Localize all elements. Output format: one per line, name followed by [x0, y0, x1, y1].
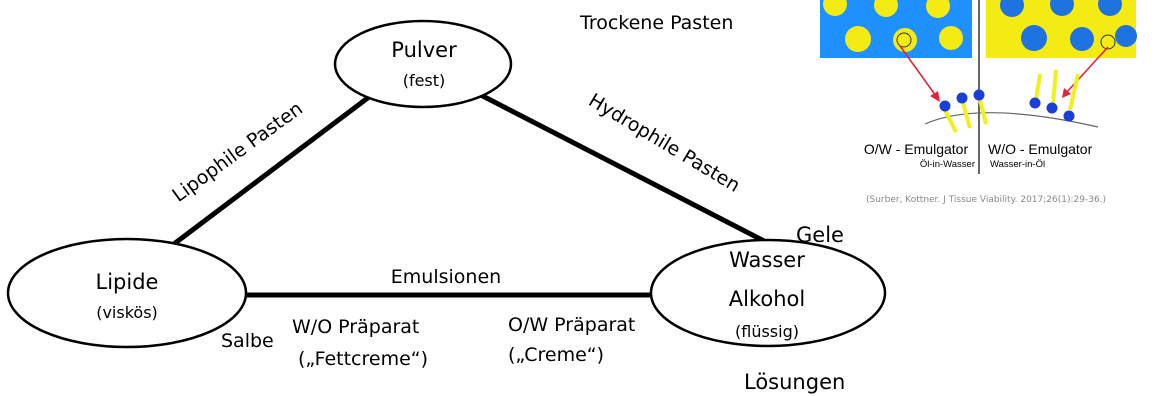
- citation: (Surber, Kottner. J Tissue Viability. 20…: [866, 195, 1107, 205]
- emulsifier-tail: [1051, 69, 1058, 105]
- oil-droplet: [926, 0, 950, 18]
- emulsifier-tail: [961, 102, 972, 129]
- oil-droplet: [893, 28, 917, 52]
- label-ow-praeparat: O/W Präparat: [508, 314, 636, 336]
- edge-pulver-lipide: [148, 95, 371, 264]
- label-fettcreme: („Fettcreme“): [298, 348, 429, 370]
- label-creme: („Creme“): [508, 344, 605, 366]
- water-droplet: [1050, 0, 1074, 16]
- ow-title: O/W - Emulgator: [863, 141, 969, 157]
- pulver-state: (fest): [402, 71, 446, 90]
- oil-droplet: [939, 26, 963, 50]
- interface-arc: [924, 112, 1099, 128]
- label-loesungen: Lösungen: [744, 370, 846, 394]
- wasser-line2: Alkohol: [728, 287, 806, 311]
- oil-droplet: [874, 0, 898, 17]
- edge-pulver-wasser: [473, 89, 772, 247]
- emulsifier-head: [939, 100, 951, 112]
- red-arrowhead: [1062, 88, 1071, 98]
- ow-subtitle: Öl-in-Wasser: [919, 159, 975, 170]
- label-trockene-pasten: Trockene Pasten: [580, 12, 734, 34]
- wo-subtitle: Wasser-in-Öl: [990, 159, 1046, 170]
- pulver-name: Pulver: [391, 38, 457, 62]
- node-pulver-ellipse: [333, 19, 513, 109]
- label-salbe: Salbe: [221, 330, 274, 352]
- lipide-state: (viskös): [96, 303, 158, 322]
- emulsifier-head: [1046, 102, 1058, 114]
- water-droplet: [1070, 27, 1094, 51]
- wasser-line1: Wasser: [729, 248, 805, 272]
- water-droplet: [1115, 25, 1137, 47]
- red-arrowhead: [930, 91, 940, 102]
- zoom-circle: [1100, 34, 1116, 50]
- red-arrow: [899, 45, 937, 97]
- label-gele: Gele: [796, 223, 844, 247]
- emulsifier-tail: [1034, 73, 1042, 101]
- wasser-state: (flüssig): [735, 322, 799, 341]
- emulsifier-tail: [943, 109, 958, 133]
- emulsifier-head: [1029, 97, 1041, 109]
- node-lipide-ellipse: [6, 237, 248, 349]
- emulsion-figure: [820, 0, 1137, 174]
- water-droplet: [1021, 25, 1047, 51]
- node-wasser-ellipse: [649, 238, 887, 348]
- emulsifier-tail: [1068, 73, 1080, 111]
- emulsifier-head: [973, 89, 985, 101]
- wo-title: W/O - Emulgator: [988, 141, 1093, 157]
- emulsifier-head: [1063, 110, 1075, 122]
- emulsifier-tail: [978, 99, 988, 125]
- oil-droplet: [823, 0, 847, 16]
- oil-droplet: [845, 26, 871, 52]
- edge-label-emulsionen: Emulsionen: [390, 266, 502, 288]
- water-droplet: [1098, 0, 1122, 16]
- emulsifier-head: [956, 92, 968, 104]
- zoom-circle: [896, 32, 912, 48]
- lipide-name: Lipide: [95, 270, 159, 294]
- red-arrow: [1065, 46, 1109, 94]
- label-wo-praeparat: W/O Präparat: [292, 316, 420, 338]
- water-droplet: [1000, 0, 1024, 17]
